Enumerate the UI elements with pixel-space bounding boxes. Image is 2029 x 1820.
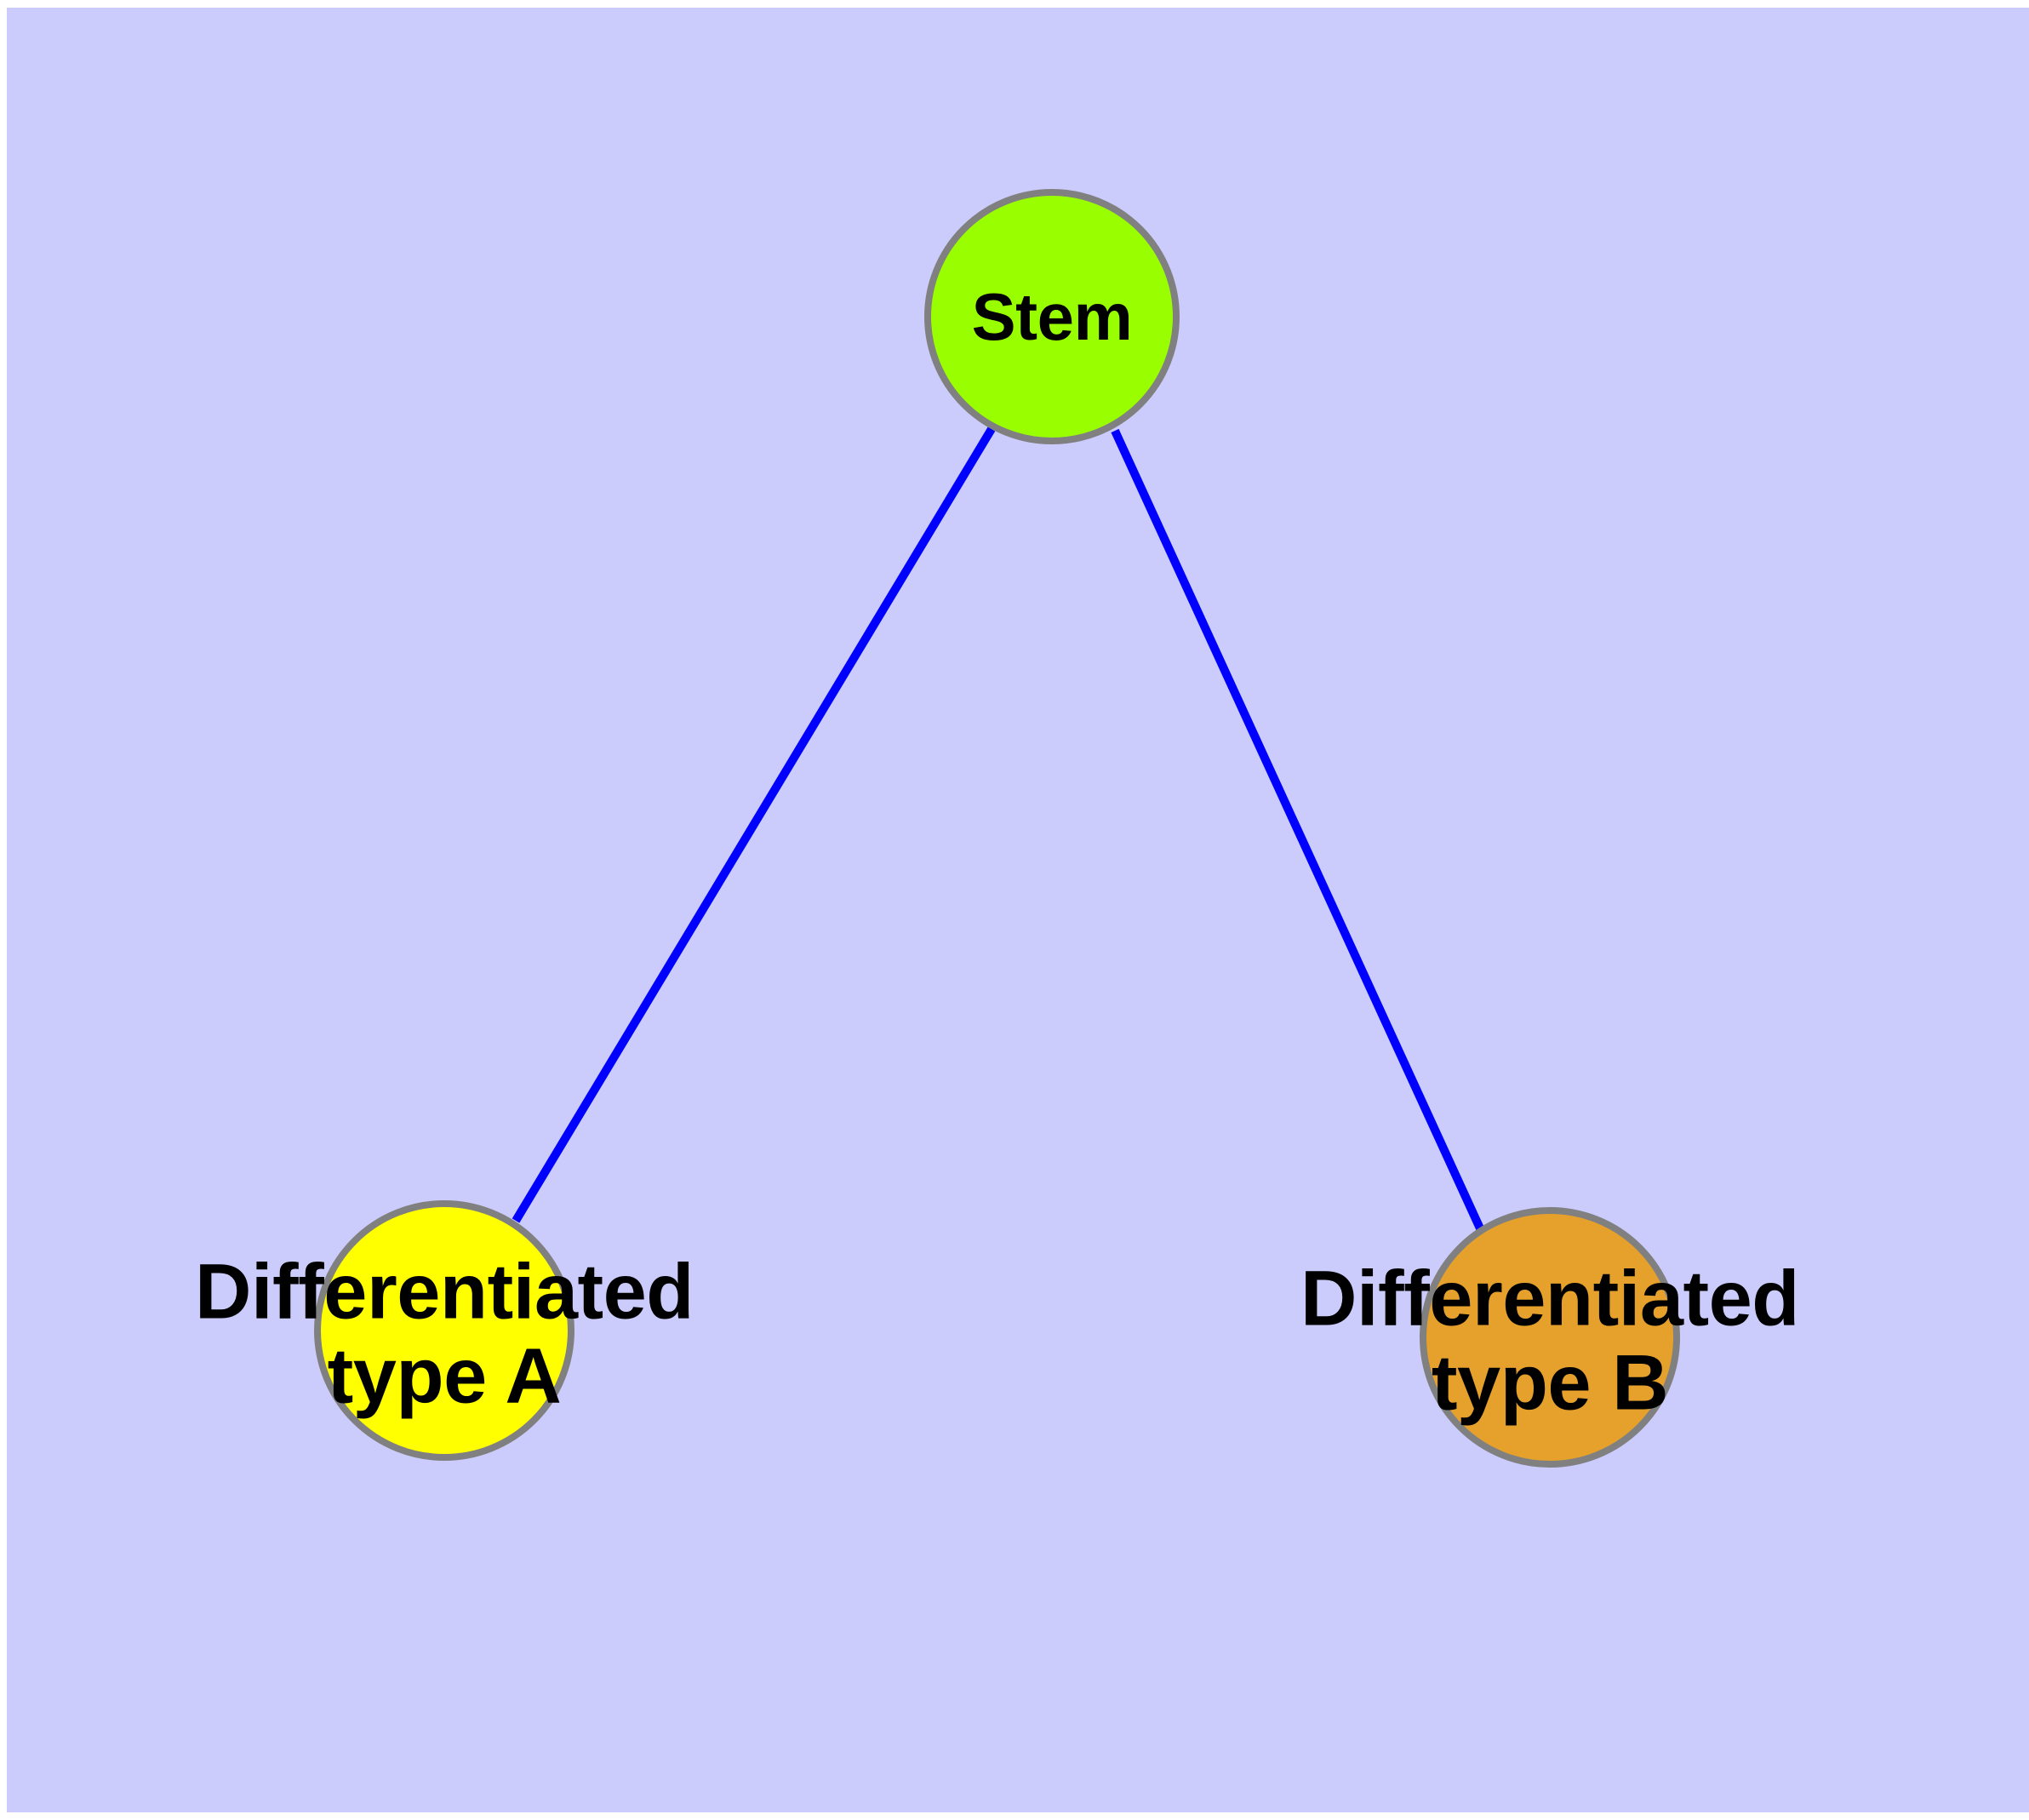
edge-layer bbox=[512, 426, 1484, 1231]
node-circle-diff-a[interactable] bbox=[314, 1200, 574, 1461]
node-circle-diff-b[interactable] bbox=[1420, 1207, 1680, 1468]
edge-stem-to-diff-a bbox=[512, 426, 996, 1223]
edge-stem-to-diff-b bbox=[1111, 428, 1484, 1231]
node-layer bbox=[314, 189, 1680, 1468]
node-circle-stem[interactable] bbox=[924, 189, 1180, 444]
